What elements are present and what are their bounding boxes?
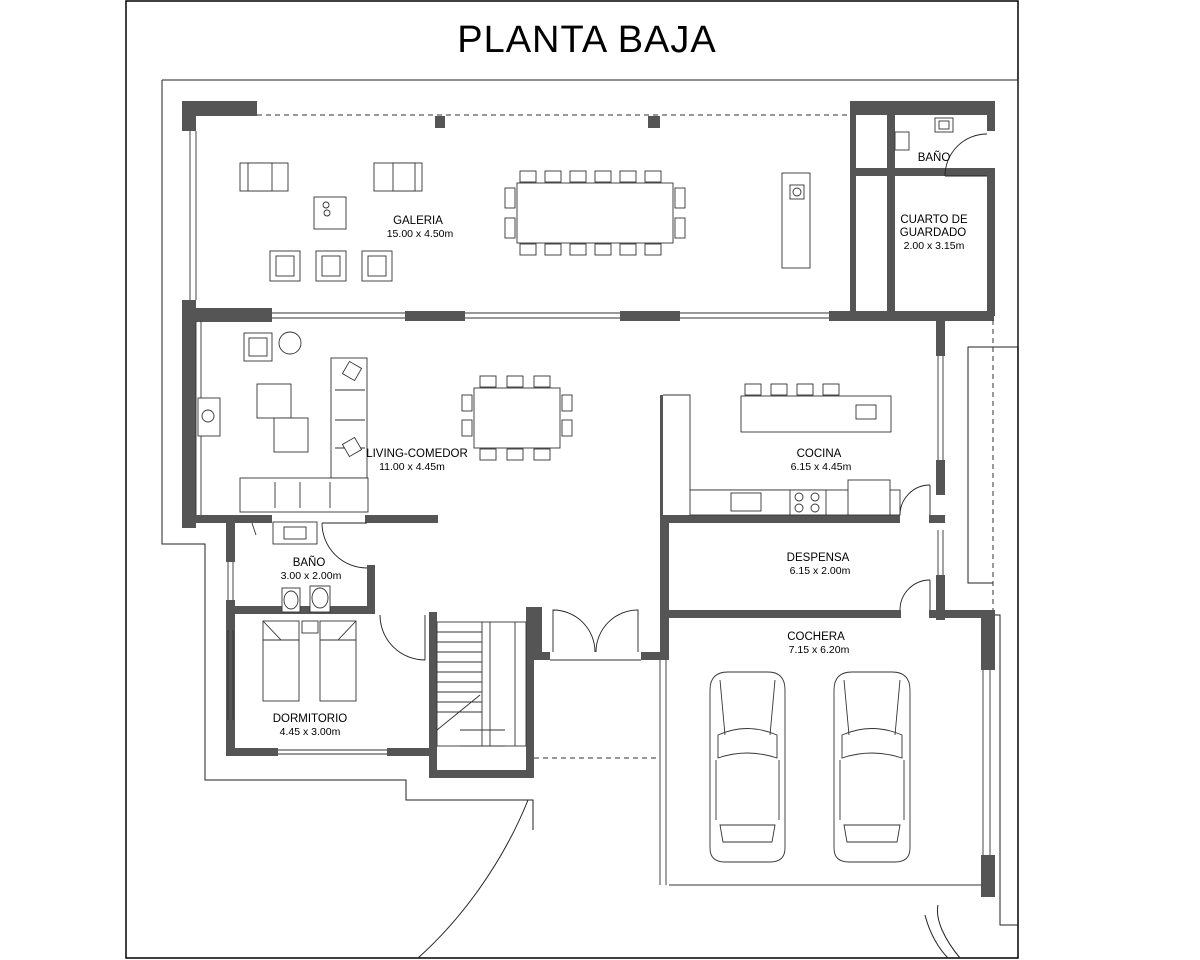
cocina-fixtures [689, 383, 931, 611]
despensa-label: DESPENSA [787, 552, 850, 564]
dashed-lines [257, 114, 994, 759]
cochera-cars [709, 671, 911, 863]
bano-dimensions: 3.00 x 2.00m [281, 570, 342, 582]
bano-top-label: BAÑO [918, 151, 951, 164]
cuarto-label-line2: GUARDADO [900, 227, 967, 239]
car-left [709, 671, 786, 863]
page-title: PLANTA BAJA [457, 19, 717, 61]
window-lines [189, 131, 991, 886]
bano-fixtures [251, 521, 368, 613]
galeria-dimensions: 15.00 x 4.50m [387, 228, 454, 240]
room-labels: GALERIA 15.00 x 4.50m BAÑO CUARTO DE GUA… [273, 151, 968, 738]
entrance-door [550, 609, 641, 661]
despensa-dimensions: 6.15 x 2.00m [790, 565, 851, 577]
dormitorio-furniture [262, 614, 426, 702]
galeria-label: GALERIA [393, 215, 443, 227]
cuarto-label-line1: CUARTO DE [900, 214, 968, 226]
walls [182, 101, 995, 897]
dormitorio-label: DORMITORIO [273, 713, 348, 725]
living-furniture [197, 331, 573, 513]
cochera-dimensions: 7.15 x 6.20m [789, 644, 850, 656]
cocina-label: COCINA [797, 448, 842, 460]
living-label: LIVING-COMEDOR [366, 448, 468, 460]
dormitorio-dimensions: 4.45 x 3.00m [280, 726, 341, 738]
cocina-dimensions: 6.15 x 4.45m [791, 461, 852, 473]
cuarto-dimensions: 2.00 x 3.15m [904, 240, 965, 252]
galeria-furniture [239, 162, 811, 282]
galeria-chairs [519, 170, 662, 256]
living-dimensions: 11.00 x 4.45m [379, 461, 445, 473]
bano-label: BAÑO [293, 556, 326, 569]
cochera-label: COCHERA [787, 631, 845, 643]
stairs [436, 621, 527, 747]
car-right [833, 671, 911, 863]
drawing-frame [125, 0, 1019, 959]
bano-top-fixtures [894, 117, 988, 177]
